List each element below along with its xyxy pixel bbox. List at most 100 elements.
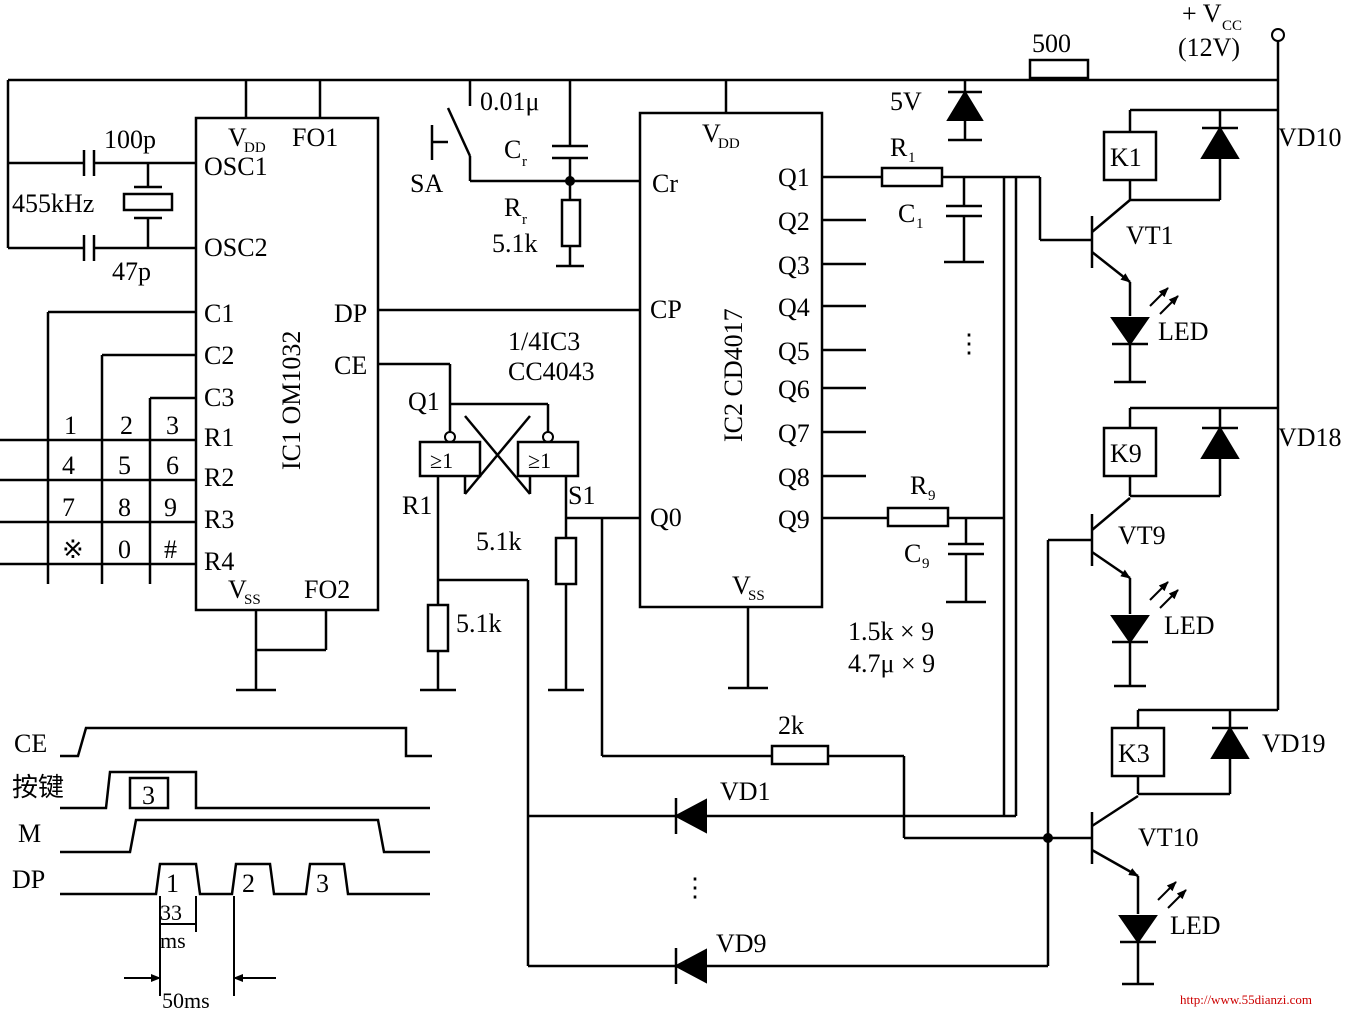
diode-vd10: VD10 xyxy=(1278,123,1342,152)
watermark: http://www.55dianzi.com xyxy=(1180,992,1312,1007)
key-9: 9 xyxy=(164,493,177,522)
osc-cap-top: 100p xyxy=(104,125,156,154)
timing-ce-label: CE xyxy=(14,729,47,758)
vcc-label: + V xyxy=(1182,0,1222,28)
ic2-vdd: V xyxy=(702,119,721,148)
reset-cr-label: C xyxy=(504,135,521,164)
relay-channel-1 xyxy=(1090,108,1278,384)
key-8: 8 xyxy=(118,493,131,522)
ic2-q0: Q0 xyxy=(650,503,682,532)
q9-rc-network xyxy=(822,177,1092,966)
ic1-chip xyxy=(194,116,380,612)
ic2-q7: Q7 xyxy=(778,419,810,448)
ic1-name: IC1 OM1032 xyxy=(277,331,306,470)
timing-key-label: 按键 xyxy=(12,773,64,802)
ic2-q4: Q4 xyxy=(778,293,810,322)
transistor-vt10: VT10 xyxy=(1138,823,1199,852)
ic2-cr: Cr xyxy=(652,169,678,198)
ic2-q2: Q2 xyxy=(778,207,810,236)
ic2-q9: Q9 xyxy=(778,505,810,534)
svg-text:SS: SS xyxy=(748,588,765,604)
key-star: ※ xyxy=(62,535,84,564)
led-1: LED xyxy=(1158,317,1209,346)
ic1-r2: R2 xyxy=(204,463,234,492)
oscillator-network xyxy=(8,150,196,261)
ic1-c3: C3 xyxy=(204,383,234,412)
osc-cap-bottom: 47p xyxy=(112,257,151,286)
ic2-vss: V xyxy=(732,571,751,600)
ff-r1-label: R1 xyxy=(402,491,432,520)
keypad-matrix xyxy=(0,310,196,584)
resistor-500 xyxy=(1028,58,1090,80)
ic3-fraction: 1/4IC3 xyxy=(508,327,580,356)
svg-text:DD: DD xyxy=(718,136,740,152)
transistor-vt1: VT1 xyxy=(1126,221,1174,250)
svg-text:1: 1 xyxy=(908,150,916,166)
ic3-part: CC4043 xyxy=(508,357,595,386)
resistor-500-label: 500 xyxy=(1032,29,1071,58)
ic1-osc1: OSC1 xyxy=(204,152,268,181)
ff-res-right: 5.1k xyxy=(476,527,522,556)
osc-crystal: 455kHz xyxy=(12,189,94,218)
diode-vd19: VD19 xyxy=(1262,729,1326,758)
rc-values-c: 4.7μ × 9 xyxy=(848,649,935,678)
key-3: 3 xyxy=(166,411,179,440)
switch-sa-label: SA xyxy=(410,169,443,198)
diode-vd9: VD9 xyxy=(716,929,767,958)
ic1-r3: R3 xyxy=(204,505,234,534)
svg-text:r: r xyxy=(522,154,527,170)
timing-waveforms xyxy=(60,726,432,996)
ic1-dp: DP xyxy=(334,299,367,328)
ic1-osc2: OSC2 xyxy=(204,233,268,262)
c1-label: C xyxy=(898,199,915,228)
matrix-r2k: 2k xyxy=(778,711,804,740)
ic2-q5: Q5 xyxy=(778,337,810,366)
ic2-q1: Q1 xyxy=(778,163,810,192)
c9-label: C xyxy=(904,539,921,568)
zener-label: 5V xyxy=(890,87,922,116)
ic1-vdd: V xyxy=(228,123,247,152)
timing-key-digit: 3 xyxy=(142,781,155,810)
reset-rr-value: 5.1k xyxy=(492,229,538,258)
key-hash: # xyxy=(164,535,177,564)
key-4: 4 xyxy=(62,451,75,480)
ff-res-left: 5.1k xyxy=(456,609,502,638)
ic2-cp: CP xyxy=(650,295,682,324)
relay-k9: K9 xyxy=(1110,439,1142,468)
ic1-fo2: FO2 xyxy=(304,575,350,604)
r1-label: R xyxy=(890,133,908,162)
timing-pulse-1: 1 xyxy=(166,869,179,898)
relay-channel-9 xyxy=(1090,406,1278,688)
switch-sa-blade xyxy=(446,107,472,157)
timing-dp-label: DP xyxy=(12,865,45,894)
led-9: LED xyxy=(1164,611,1215,640)
ic2-q8: Q8 xyxy=(778,463,810,492)
ic2-name: IC2 CD4017 xyxy=(719,308,748,442)
ic1-vss: V xyxy=(228,575,247,604)
ic1-fo1: FO1 xyxy=(292,123,338,152)
key-7: 7 xyxy=(62,493,75,522)
flipflop xyxy=(378,362,1092,966)
ic1-c2: C2 xyxy=(204,341,234,370)
svg-text:DD: DD xyxy=(244,140,266,156)
svg-text:r: r xyxy=(522,212,527,228)
timing-m-label: M xyxy=(18,819,41,848)
ff-s1-label: S1 xyxy=(568,481,595,510)
zener-diode-5v xyxy=(946,80,984,142)
timing-33: 33 xyxy=(160,900,182,925)
timing-50ms: 50ms xyxy=(162,988,210,1013)
relay-k3: K3 xyxy=(1118,739,1150,768)
transistor-vt9: VT9 xyxy=(1118,521,1166,550)
ic1-ce: CE xyxy=(334,351,367,380)
key-6: 6 xyxy=(166,451,179,480)
ic1-r1: R1 xyxy=(204,423,234,452)
ff-gate-right: ≥1 xyxy=(528,448,551,473)
vcc-voltage: (12V) xyxy=(1178,33,1240,62)
key-5: 5 xyxy=(118,451,131,480)
ff-q1-label: Q1 xyxy=(408,387,440,416)
svg-text:CC: CC xyxy=(1222,18,1242,34)
reset-network xyxy=(430,80,640,268)
svg-text:1: 1 xyxy=(916,216,924,232)
reset-rr-label: R xyxy=(504,193,522,222)
ic2-q6: Q6 xyxy=(778,375,810,404)
